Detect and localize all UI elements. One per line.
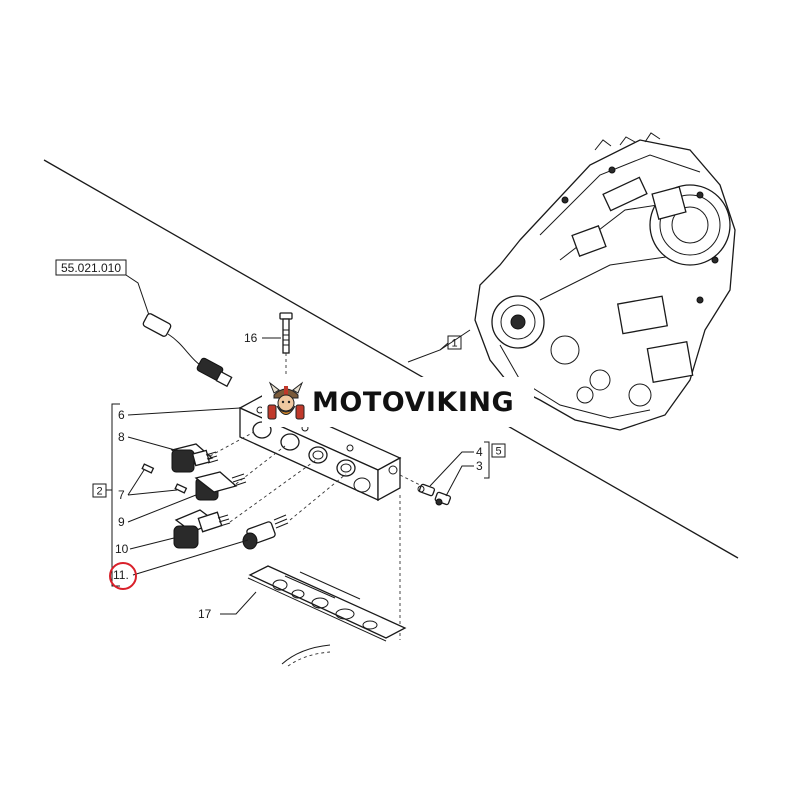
highlight-circle-11 bbox=[109, 562, 137, 590]
pin-7 bbox=[141, 463, 188, 494]
reference-label: 55.021.010 bbox=[61, 261, 121, 275]
callout-box-5 bbox=[491, 443, 506, 458]
bolt-16 bbox=[279, 312, 293, 354]
transmission-assembly bbox=[474, 132, 736, 431]
reference-axis-line bbox=[43, 159, 739, 559]
watermark-banner: MOTOVIKING bbox=[262, 377, 534, 427]
callout-label-8: 8 bbox=[118, 430, 125, 444]
callout-label-11: 11. bbox=[113, 568, 129, 582]
screw-3 bbox=[434, 491, 452, 506]
callout-label-1: 1 bbox=[451, 338, 457, 350]
callout-label-17: 17 bbox=[198, 607, 212, 621]
solenoid-valve-10 bbox=[242, 514, 289, 550]
solenoid-valve-9 bbox=[173, 509, 231, 549]
callout-label-5: 5 bbox=[495, 446, 501, 458]
sensor-harness bbox=[142, 313, 233, 388]
screw-4 bbox=[417, 483, 436, 497]
housing-edge bbox=[281, 644, 331, 665]
reference-box bbox=[55, 259, 127, 276]
watermark-brand-name: MOTOVIKING bbox=[312, 386, 515, 418]
solenoid-valve-7 bbox=[194, 471, 247, 501]
callout-label-16: 16 bbox=[244, 331, 258, 345]
callout-label-2: 2 bbox=[96, 486, 102, 498]
callout-label-7: 7 bbox=[118, 488, 125, 502]
callout-label-3: 3 bbox=[476, 459, 483, 473]
viking-mascot-icon bbox=[267, 381, 305, 420]
gasket-17 bbox=[247, 565, 407, 642]
callout-label-4: 4 bbox=[476, 445, 483, 459]
callout-label-9: 9 bbox=[118, 515, 125, 529]
callout-label-6: 6 bbox=[118, 408, 125, 422]
callout-box-1 bbox=[447, 335, 462, 350]
callout-label-10: 10 bbox=[115, 542, 129, 556]
solenoid-valve-8 bbox=[170, 443, 219, 473]
callout-box-2 bbox=[92, 483, 107, 498]
